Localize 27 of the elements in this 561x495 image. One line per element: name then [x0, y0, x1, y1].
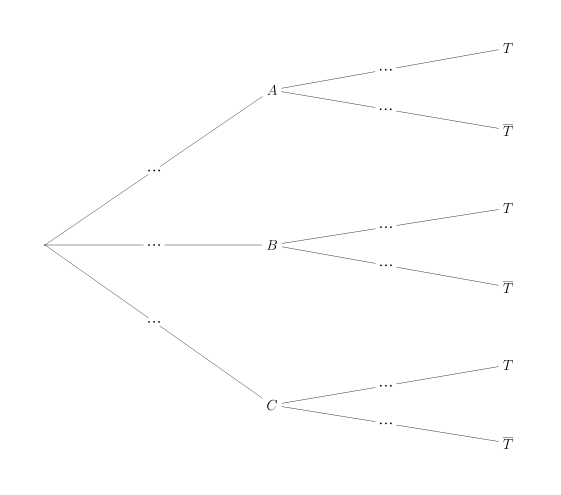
outcome-label: $T$ [503, 360, 513, 370]
edge-label: … [144, 241, 165, 249]
edge-label: … [375, 261, 396, 270]
edge-label: … [375, 382, 396, 390]
edge-label: … [144, 166, 165, 174]
edge-label: … [144, 318, 165, 326]
edge-label: … [375, 223, 396, 232]
branch-line [282, 209, 499, 244]
edge-label: … [375, 419, 396, 428]
branch-line [282, 246, 499, 286]
edge-label: … [375, 66, 396, 74]
branch-line [46, 244, 262, 246]
branch-line [281, 49, 499, 89]
outcome-label: $\overline{T}$ [502, 438, 514, 449]
outcome-label: $T$ [503, 43, 513, 53]
outcome-label: $\overline{T}$ [502, 282, 514, 293]
outcome-label: $\overline{T}$ [502, 124, 514, 136]
edge-label: … [375, 105, 396, 114]
branch-line [46, 245, 262, 398]
outcome-label: $A$ [267, 84, 277, 95]
branch-line [281, 91, 499, 129]
branch-line [46, 96, 263, 245]
branch-line [282, 366, 499, 404]
outcome-label: $C$ [267, 400, 278, 410]
outcome-label: $B$ [266, 240, 277, 250]
branch-line [282, 406, 499, 442]
outcome-label: $T$ [503, 203, 513, 213]
